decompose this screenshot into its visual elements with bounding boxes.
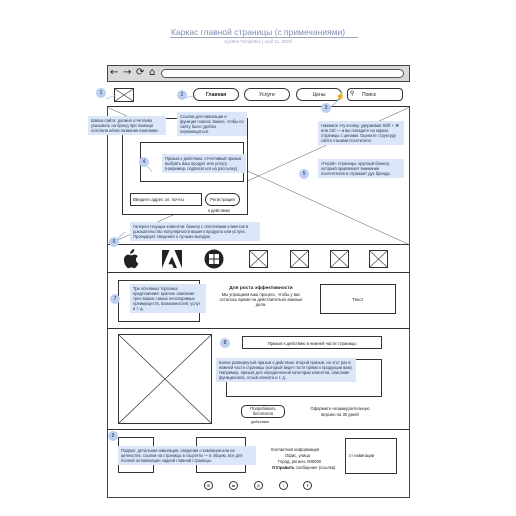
note-9: Подвал: детальная навигация, сведения о … [118, 446, 256, 465]
placeholder-logo-icon [369, 250, 388, 268]
purchase-text: Оформите незамедлительную [310, 406, 370, 411]
send-message-link[interactable]: Отправить сообщение (ссылка) [272, 465, 335, 470]
reload-icon[interactable]: ⟳ [136, 67, 145, 78]
page-subtitle: System Templates | April 11, 2023 [224, 39, 292, 44]
note-5: «Герой» страницы: крупный баннер, которы… [318, 159, 404, 178]
office-text: Офис, улица [285, 453, 310, 458]
note-1: Шапка сайта: должна отчетливо указывать … [88, 116, 166, 135]
note-badge-3: 3 [321, 103, 331, 113]
search-icon: ⚲ [350, 91, 355, 97]
twitter-icon[interactable]: ♪ [279, 481, 288, 490]
apple-logo-icon [121, 249, 139, 269]
instagram-icon[interactable]: ◎ [254, 481, 263, 490]
address-bar[interactable] [161, 69, 404, 78]
register-button[interactable]: Регистрация [205, 193, 240, 206]
note-badge-9: 9 [108, 431, 118, 441]
nav-services-button[interactable]: Услуги [244, 88, 290, 101]
note-7: Три основных торговых предложения: кратк… [130, 284, 206, 313]
placeholder-logo-icon [330, 250, 349, 268]
note-2: Ссылки для навигации и функция поиска: в… [177, 112, 247, 136]
send-label: Отправить [272, 465, 295, 470]
email-input[interactable]: Введите адрес эл. почты [130, 193, 202, 206]
facebook-icon[interactable]: f [303, 481, 312, 490]
cta-caption: к действию [208, 208, 230, 213]
email-icon[interactable]: ✉ [204, 481, 213, 490]
clients-section [107, 245, 410, 273]
send-rest: сообщение (ссылка) [294, 465, 336, 470]
note-badge-5: 5 [299, 169, 309, 179]
nav-home-button[interactable]: Главная [193, 88, 239, 101]
cursor-icon: ☝ [336, 93, 345, 100]
arrow-left-icon[interactable]: ← [110, 67, 119, 78]
purchase-subtext: версию на 30 дней! [321, 412, 359, 417]
footer-nav-box: ст навигации [345, 438, 397, 474]
perf-heading: Для роста эффективности [229, 286, 293, 291]
note-badge-1: 1 [96, 88, 106, 98]
note-badge-6: 6 [109, 237, 119, 247]
adobe-logo-icon [162, 250, 182, 268]
logo-placeholder[interactable] [114, 88, 134, 102]
try-free-button[interactable]: Попробовать бесплатно [241, 405, 285, 418]
linkedin-icon[interactable]: in [229, 481, 238, 490]
value-props-section [107, 273, 410, 329]
windows-logo-icon [204, 249, 224, 269]
city-text: Город, регион, 000000 [278, 459, 322, 464]
lower-cta-section [107, 329, 410, 430]
title-underline [170, 37, 358, 38]
placeholder-logo-icon [290, 250, 309, 268]
perf-subheading: Мы упрощаем ваш процесс, чтобы у вас ост… [219, 292, 303, 307]
nav-prices-button[interactable]: Цены [296, 88, 342, 101]
page-title: Каркас главной страницы (с примечаниями) [170, 27, 346, 37]
image-placeholder [118, 334, 212, 424]
home-icon[interactable]: ⌂ [149, 67, 156, 78]
search-input[interactable]: Поиск [347, 88, 403, 101]
text-box: Текст [320, 284, 396, 314]
note-badge-4: 4 [139, 157, 149, 167]
arrow-right-icon[interactable]: → [123, 67, 132, 78]
contacts-heading: Контактная информация [271, 447, 320, 452]
note-badge-8: 8 [220, 338, 230, 348]
note-4: Призыв к действию: отчетливый призыв выб… [162, 154, 246, 173]
placeholder-logo-icon [249, 250, 268, 268]
note-6: Галерея текущих клиентов: баннер с логот… [130, 222, 260, 241]
try-free-caption: действию [251, 419, 269, 424]
note-badge-2: 2 [177, 90, 187, 100]
note-8: Более развернутый призыв к действию: вто… [216, 358, 356, 382]
note-3: Нажмите эту кнопку, удерживая Shift + ⌘ … [318, 121, 404, 145]
lower-cta-box: Призыв к действию в нижней части страниц… [242, 336, 382, 349]
note-badge-7: 7 [110, 294, 120, 304]
